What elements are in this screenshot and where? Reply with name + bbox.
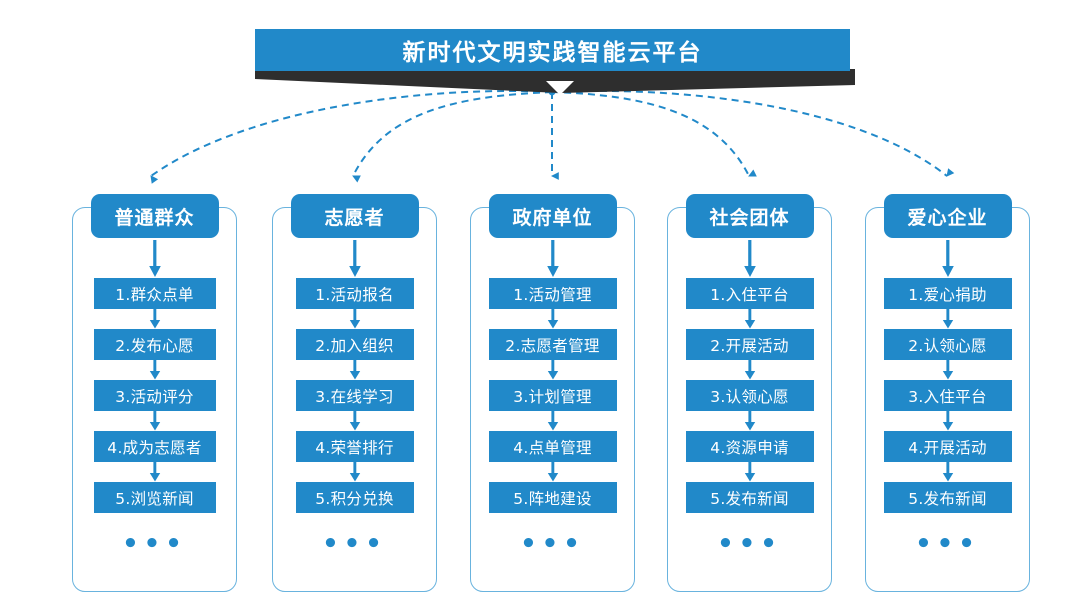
step-item[interactable]: 4.开展活动 [883,431,1012,462]
arrow-down-icon [547,309,558,329]
arrow-down-icon [547,360,558,380]
arrow-down-icon [149,360,160,380]
column-爱心企业: 爱心企业 1.爱心捐助 2.认领心愿 3.入住平台 4.开展活动 5.发布新闻 … [865,194,1030,594]
step-item[interactable]: 5.发布新闻 [685,482,814,513]
arrow-down-icon [546,240,559,277]
step-item[interactable]: 5.阵地建设 [488,482,617,513]
arrow-down-icon [149,462,160,482]
arrow-down-icon [941,240,954,277]
arrow-down-icon [744,462,755,482]
arrow-down-icon [348,240,361,277]
banner-ribbon-shadow [255,69,855,95]
column-政府单位: 政府单位 1.活动管理 2.志愿者管理 3.计划管理 4.点单管理 5.阵地建设… [470,194,635,594]
column-header-1[interactable]: 普通群众 [90,194,219,238]
column-社会团体: 社会团体 1.入住平台 2.开展活动 3.认领心愿 4.资源申请 5.发布新闻 … [667,194,832,594]
arrow-down-icon [744,309,755,329]
title-banner: 新时代文明实践智能云平台 [255,29,855,95]
step-item[interactable]: 5.积分兑换 [295,482,414,513]
step-item[interactable]: 2.开展活动 [685,329,814,360]
more-ellipsis: ••• [915,529,980,559]
arrow-down-icon [149,309,160,329]
step-item[interactable]: 4.点单管理 [488,431,617,462]
column-普通群众: 普通群众 1.群众点单 2.发布心愿 3.活动评分 4.成为志愿者 5.浏览新闻… [72,194,237,594]
arrow-down-icon [149,411,160,431]
arrow-down-icon [942,462,953,482]
more-ellipsis: ••• [322,529,387,559]
step-item[interactable]: 1.群众点单 [93,278,216,309]
step-item[interactable]: 3.活动评分 [93,380,216,411]
column-header-4[interactable]: 社会团体 [685,194,814,238]
step-item[interactable]: 3.入住平台 [883,380,1012,411]
step-item[interactable]: 3.在线学习 [295,380,414,411]
step-item[interactable]: 1.活动管理 [488,278,617,309]
arrow-down-icon [744,360,755,380]
connector-to-col-1 [150,90,553,184]
arrow-down-icon [942,411,953,431]
step-item[interactable]: 2.加入组织 [295,329,414,360]
step-item[interactable]: 3.认领心愿 [685,380,814,411]
more-ellipsis: ••• [520,529,585,559]
connector-to-col-5 [551,89,955,177]
arrow-down-icon [349,462,360,482]
step-item[interactable]: 1.爱心捐助 [883,278,1012,309]
arrow-down-icon [744,411,755,431]
arrow-down-icon [942,360,953,380]
column-header-3[interactable]: 政府单位 [488,194,617,238]
arrow-down-icon [547,462,558,482]
step-item[interactable]: 1.入住平台 [685,278,814,309]
step-item[interactable]: 3.计划管理 [488,380,617,411]
arrow-down-icon [942,309,953,329]
more-ellipsis: ••• [122,529,187,559]
arrow-down-icon [547,411,558,431]
arrow-down-icon [743,240,756,277]
arrow-down-icon [148,240,161,277]
step-item[interactable]: 2.发布心愿 [93,329,216,360]
connector-to-col-4 [551,91,757,177]
arrow-down-icon [349,360,360,380]
step-item[interactable]: 5.浏览新闻 [93,482,216,513]
more-ellipsis: ••• [717,529,782,559]
step-item[interactable]: 1.活动报名 [295,278,414,309]
arrow-down-icon [349,309,360,329]
step-item[interactable]: 2.认领心愿 [883,329,1012,360]
platform-title: 新时代文明实践智能云平台 [255,29,850,71]
step-item[interactable]: 4.资源申请 [685,431,814,462]
column-志愿者: 志愿者 1.活动报名 2.加入组织 3.在线学习 4.荣誉排行 5.积分兑换 •… [272,194,437,594]
column-header-2[interactable]: 志愿者 [290,194,419,238]
step-item[interactable]: 4.荣誉排行 [295,431,414,462]
step-item[interactable]: 5.发布新闻 [883,482,1012,513]
column-header-5[interactable]: 爱心企业 [883,194,1012,238]
step-item[interactable]: 2.志愿者管理 [488,329,617,360]
step-item[interactable]: 4.成为志愿者 [93,431,216,462]
connector-to-col-2 [352,91,553,183]
arrow-down-icon [349,411,360,431]
